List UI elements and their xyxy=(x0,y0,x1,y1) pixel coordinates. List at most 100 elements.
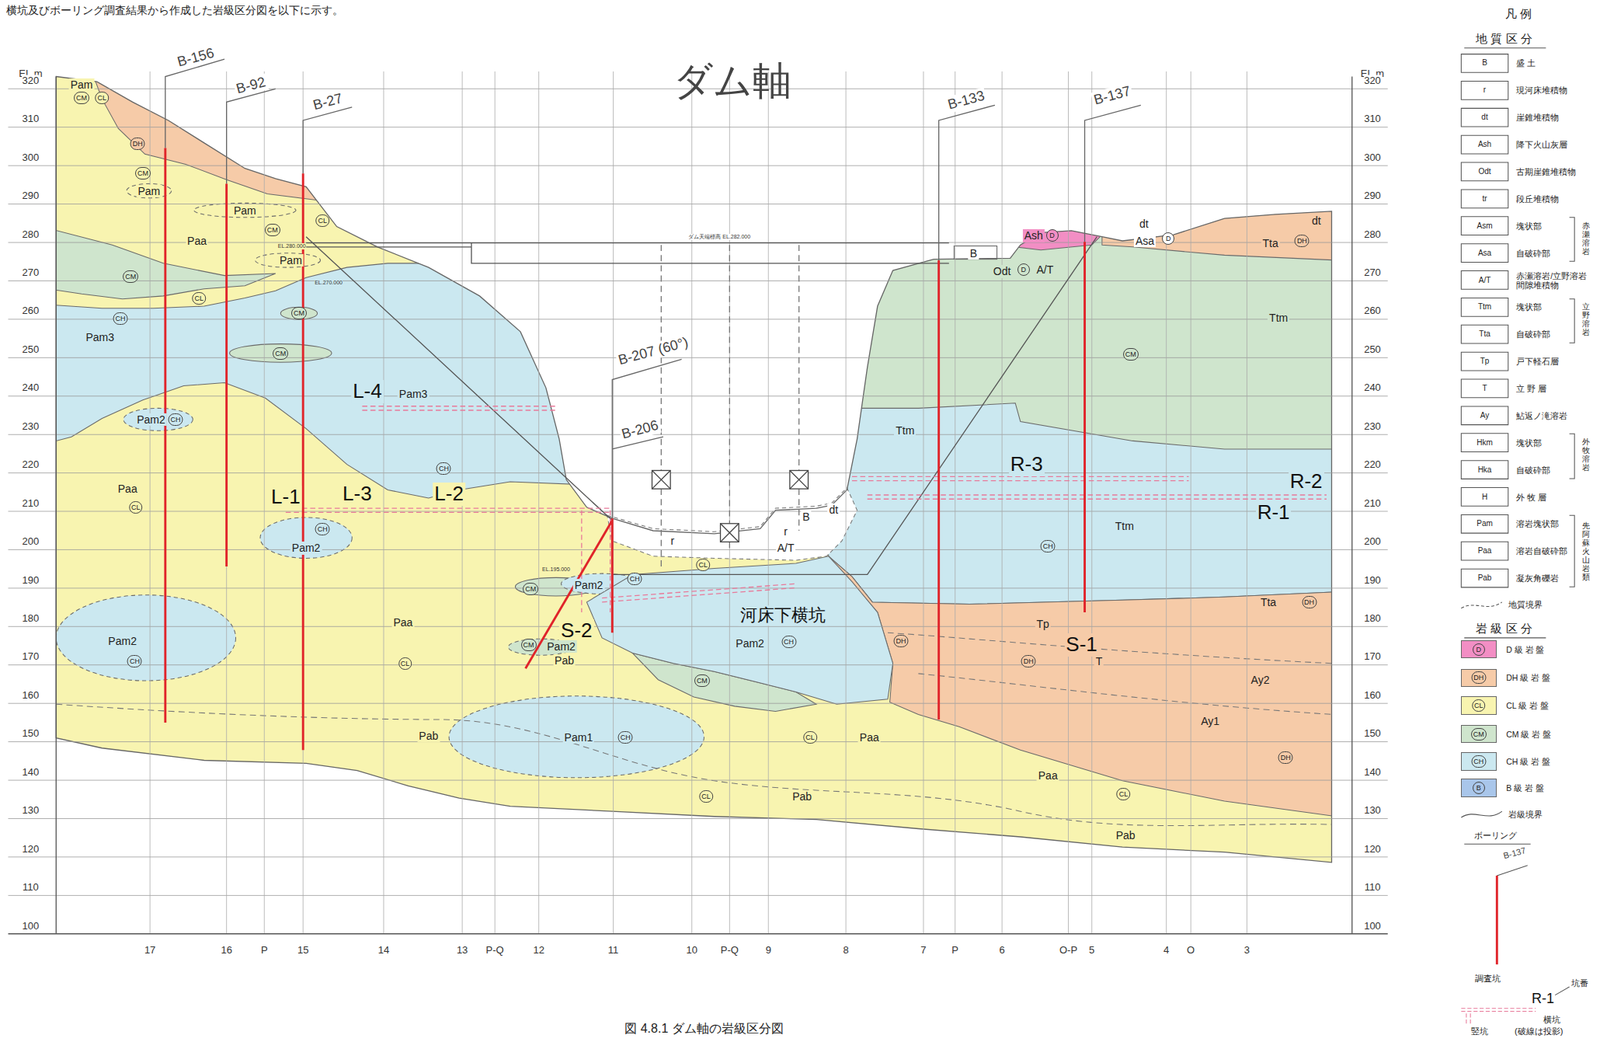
survey-marker xyxy=(720,523,740,543)
rock-class-zone xyxy=(55,703,1337,825)
geology-label: B xyxy=(968,246,979,260)
elevation-value: 230 xyxy=(22,420,40,432)
elevation-grid xyxy=(149,71,1247,934)
rock-class-mark: CH xyxy=(127,654,143,668)
elevation-note: EL.195.000 xyxy=(542,566,571,573)
elevation-value: 130 xyxy=(1363,804,1381,817)
ground-outline xyxy=(55,76,1332,863)
borehole-name: B-137 xyxy=(1501,845,1528,861)
rock-class-mark: CM xyxy=(522,582,539,595)
legend-text: 塊状部 xyxy=(1516,221,1542,231)
elevation-value: 170 xyxy=(22,650,40,663)
legend-text: B 級 岩 盤 xyxy=(1506,782,1545,793)
rock-class-mark: CM xyxy=(73,91,90,105)
grid-column-label: 7 xyxy=(920,944,926,957)
geology-code: Asa xyxy=(1478,248,1492,258)
rock-class-mark: D xyxy=(1161,232,1175,245)
geology-code: tr xyxy=(1481,194,1487,204)
geology-label: Pab xyxy=(553,653,576,667)
legend-text: CM 級 岩 盤 xyxy=(1506,729,1552,739)
callout-label: (破線は投影) xyxy=(1514,1026,1563,1037)
grid-column-label: 13 xyxy=(456,944,468,957)
adit-label: L-4 xyxy=(351,380,384,404)
legend-text: 自破砕部 xyxy=(1516,329,1551,339)
legend-heading: 調査坑 xyxy=(1474,972,1501,983)
elevation-value: 290 xyxy=(22,190,40,202)
elevation-value: 300 xyxy=(22,151,40,164)
legend-text: 鮎返ノ滝溶岩 xyxy=(1516,410,1568,421)
legend-sample xyxy=(1460,48,1575,1024)
geology-label: Ttm xyxy=(1113,519,1136,533)
ground-outline xyxy=(55,76,1332,863)
legend-sample xyxy=(1495,875,1499,964)
rock-class-zone xyxy=(816,204,1337,605)
rock-class-mark: CH xyxy=(436,462,452,475)
legend-text: 立 野 層 xyxy=(1516,383,1547,394)
rock-class-zone xyxy=(828,556,1337,817)
formation-group: 立野溶岩 xyxy=(1582,302,1590,337)
rock-class-mark: CL xyxy=(1116,787,1131,800)
grid-column-label: P-Q xyxy=(486,944,505,957)
elevation-value: 240 xyxy=(22,382,40,394)
legend-text: 自破砕部 xyxy=(1516,465,1551,475)
grid-column-label: P-Q xyxy=(720,944,739,957)
rock-class-zone xyxy=(41,71,1337,826)
note-text: 横坑及びボーリング調査結果から作成した岩級区分図を以下に示す。 xyxy=(6,3,344,17)
geology-code: Pam xyxy=(1476,519,1493,529)
geology-code: B xyxy=(1481,59,1488,69)
elevation-value: 270 xyxy=(1363,267,1381,279)
rock-class-mark: CH xyxy=(1471,754,1486,768)
rock-class-zone xyxy=(194,202,296,217)
borehole-name: B-156 xyxy=(173,44,218,70)
grid-column-label: O xyxy=(1186,944,1195,957)
elevation-value: 120 xyxy=(1363,842,1381,855)
elevation-value: 280 xyxy=(1363,228,1381,240)
geology-label: Pam2 xyxy=(545,640,578,653)
rock-class-mark: DH xyxy=(130,137,146,150)
grid-column-label: 5 xyxy=(1088,944,1095,957)
rock-class-mark: CL xyxy=(315,214,330,227)
elevation-note: ダム天端標高 EL.282.000 xyxy=(688,233,751,240)
geology-code: dt xyxy=(1481,112,1488,122)
geology-label: Pam2 xyxy=(733,636,766,650)
elevation-value: 120 xyxy=(22,842,40,855)
survey-marker xyxy=(789,469,809,489)
elevation-value: 140 xyxy=(22,765,40,778)
legend-text: 戸下軽石層 xyxy=(1516,356,1559,366)
elevation-value: 100 xyxy=(22,919,40,932)
rock-class-mark: CL xyxy=(695,558,710,571)
grid-column-label: P xyxy=(260,944,268,957)
geology-code: Asm xyxy=(1477,221,1493,231)
geology-label: Pab xyxy=(1114,828,1138,842)
formation-group: 外牧溶岩 xyxy=(1582,437,1590,472)
grid-column-label: O-P xyxy=(1059,944,1078,957)
legend-sample xyxy=(1460,1008,1536,1024)
elevation-value: 170 xyxy=(1363,650,1381,663)
geology-label: Pam xyxy=(232,204,258,217)
grid-column-label: 8 xyxy=(842,944,849,957)
geology-label: r xyxy=(668,534,676,547)
geology-code: Tp xyxy=(1480,356,1490,366)
elevation-value: 150 xyxy=(22,727,40,740)
borehole-leader xyxy=(165,59,1141,519)
legend-text: 溶岩自破砕部 xyxy=(1516,546,1568,556)
geology-code: Ay xyxy=(1480,410,1490,421)
adit-label: S-1 xyxy=(1064,633,1099,657)
geology-label: Tta xyxy=(1259,595,1278,609)
rock-class-mark: DH xyxy=(1294,234,1310,247)
geology-label: Ttm xyxy=(1267,311,1290,324)
elevation-value: 250 xyxy=(22,343,40,355)
grid-column-label: 15 xyxy=(297,944,309,957)
rock-class-mark: CM xyxy=(291,306,307,320)
rock-class-zone xyxy=(229,344,332,363)
survey-marker xyxy=(652,469,672,489)
rock-class-mark: CL xyxy=(398,657,413,670)
adit-label: R-1 xyxy=(1255,500,1292,525)
rock-class-zone xyxy=(55,594,236,681)
legend-heading: 岩 級 区 分 xyxy=(1475,622,1533,636)
geology-code: Ttm xyxy=(1478,302,1492,313)
elevation-value: 320 xyxy=(22,74,40,87)
legend-text: D 級 岩 盤 xyxy=(1506,644,1545,654)
adit-line xyxy=(285,406,1327,613)
